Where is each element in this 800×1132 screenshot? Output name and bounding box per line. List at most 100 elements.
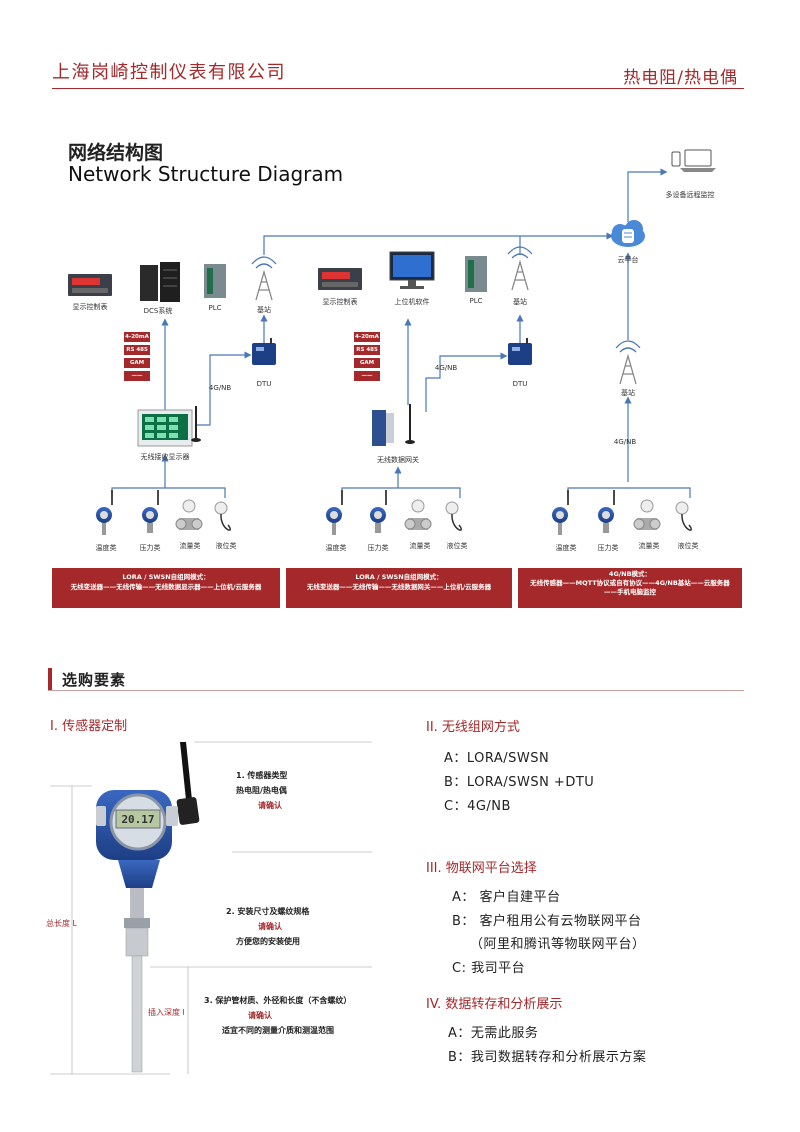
annotation-1-title: 1. 传感器类型: [236, 771, 288, 780]
base-station-icon: [615, 340, 641, 385]
dcs-cabinet-icon: [140, 262, 180, 302]
iot-option-c: C: 我司平台: [452, 961, 526, 976]
level-sensor-icon: [214, 501, 231, 531]
diagram-title-cn: 网络结构图: [68, 142, 164, 164]
temperature-sensor-icon: [552, 490, 569, 535]
data-service-title: IV. 数据转存和分析展示: [426, 997, 563, 1012]
wireless-title: II. 无线组网方式: [426, 720, 520, 735]
sensor-label: 压力类: [139, 544, 161, 552]
plc-icon: [465, 256, 487, 292]
pressure-sensor-icon: [598, 490, 615, 533]
base-station-icon: [251, 256, 277, 301]
signal-tag: 4-20mA: [124, 332, 150, 342]
sensor-custom-title: I. 传感器定制: [50, 719, 128, 734]
plc-label: PLC: [208, 304, 222, 312]
probe-stem-icon: [124, 888, 150, 1073]
data-service-option-a: A：无需此服务: [448, 1026, 539, 1041]
base-station-label: 基站: [257, 306, 271, 314]
transmitter-display-value: 20.17: [121, 813, 155, 826]
monitor-icon: [389, 251, 435, 289]
wireless-option-c: C：4G/NB: [444, 799, 511, 814]
sensor-label: 液位类: [677, 542, 699, 550]
insert-depth-label: 插入深度 l: [148, 1008, 185, 1017]
base-station-icon: [507, 246, 533, 291]
banner-line: 无线变送器——无线传输——无线数据显示器——上位机/云服务器: [70, 583, 262, 591]
banner-line: 无线传感器——MQTT协议或自有协议——4G/NB基站——云服务器: [530, 579, 730, 587]
network-diagram: [68, 149, 716, 535]
header-divider: [52, 88, 744, 89]
sensor-label: 流量类: [638, 542, 660, 550]
sensor-label: 流量类: [179, 542, 201, 550]
dtu-label: DTU: [256, 380, 272, 388]
laptop-icon: [680, 149, 716, 172]
flow-sensor-icon: [633, 499, 661, 530]
gateway-label: 无线数据网关: [377, 456, 419, 464]
link-label: 4G/NB: [613, 438, 637, 446]
connection-lines: [111, 168, 691, 498]
mode-banner: LORA / SWSN自组网模式： 无线变送器——无线传输——无线数据网关——上…: [286, 568, 512, 608]
dtu-icon: [508, 338, 532, 365]
sensor-label: 温度类: [325, 544, 347, 552]
product-category: 热电阻/热电偶: [623, 68, 738, 88]
display-meter-label: 显示控制表: [322, 298, 358, 306]
sensor-label: 压力类: [367, 544, 389, 552]
cloud-icon: [611, 220, 645, 247]
receiver-label: 无线接收显示器: [140, 453, 190, 461]
flow-sensor-icon: [404, 499, 432, 530]
signal-tag: ——: [124, 371, 150, 381]
phone-icon: [671, 151, 681, 167]
annotation-1-confirm: 请确认: [258, 801, 282, 810]
pressure-sensor-icon: [370, 490, 387, 533]
plc-icon: [204, 264, 226, 298]
annotation-3-title: 3. 保护管材质、外径和长度（不含螺纹）: [204, 996, 352, 1005]
plc-label: PLC: [469, 297, 483, 305]
sensor-group-2: [326, 490, 462, 535]
annotation-2-confirm: 请确认: [258, 922, 282, 931]
signal-tag: RS 485: [354, 345, 380, 355]
section-title: 选购要素: [62, 671, 127, 689]
signal-tag: GAM: [354, 358, 380, 368]
sensor-group-3: [552, 490, 692, 535]
banner-line: LORA / SWSN自组网模式：: [122, 573, 210, 581]
section-divider: [48, 690, 744, 691]
link-label: 4G/NB: [434, 364, 458, 372]
signal-tag: 4-20mA: [354, 332, 380, 342]
company-name: 上海岗崎控制仪表有限公司: [52, 62, 286, 83]
iot-option-b: B： 客户租用公有云物联网平台: [452, 914, 642, 929]
annotation-3-note: 适宜不同的测量介质和测温范围: [222, 1026, 334, 1035]
sensor-label: 压力类: [597, 544, 619, 552]
wireless-option-b: B：LORA/SWSN +DTU: [444, 775, 595, 790]
sensor-label: 温度类: [95, 544, 117, 552]
transmitter-housing-icon: [96, 790, 178, 888]
base-station-label: 基站: [621, 389, 635, 397]
annotation-1-value: 热电阻/热电偶: [236, 786, 287, 795]
signal-tag: ——: [354, 371, 380, 381]
flow-sensor-icon: [175, 499, 203, 530]
wireless-option-a: A：LORA/SWSN: [444, 751, 550, 766]
sensor-label: 流量类: [409, 542, 431, 550]
temperature-sensor-icon: [326, 490, 343, 535]
dtu-icon: [252, 338, 276, 365]
banner-line: 4G/NB模式：: [608, 570, 652, 578]
temperature-sensor-icon: [96, 490, 113, 535]
dtu-label: DTU: [512, 380, 528, 388]
signal-tag: GAM: [124, 358, 150, 368]
sensor-group-1: [96, 490, 231, 535]
level-sensor-icon: [675, 501, 692, 531]
mode-banner: LORA / SWSN自组网模式： 无线变送器——无线传输——无线数据显示器——…: [52, 568, 280, 608]
display-meter-label: 显示控制表: [72, 303, 108, 311]
gateway-icon: [372, 404, 415, 446]
data-service-option-b: B：我司数据转存和分析展示方案: [448, 1050, 647, 1065]
iot-option-a: A： 客户自建平台: [452, 890, 561, 905]
pressure-sensor-icon: [142, 490, 159, 533]
banner-line: LORA / SWSN自组网模式：: [355, 573, 443, 581]
diagram-title-en: Network Structure Diagram: [68, 162, 344, 186]
sensor-label: 液位类: [446, 542, 468, 550]
iot-option-b-note: （阿里和腾讯等物联网平台）: [470, 937, 646, 952]
annotation-2-title: 2. 安装尺寸及螺纹规格: [226, 907, 310, 916]
dcs-label: DCS系统: [143, 307, 173, 315]
link-label: 4G/NB: [208, 384, 232, 392]
banner-line: ——手机电脑监控: [604, 588, 656, 596]
display-meter-icon: [318, 268, 362, 290]
